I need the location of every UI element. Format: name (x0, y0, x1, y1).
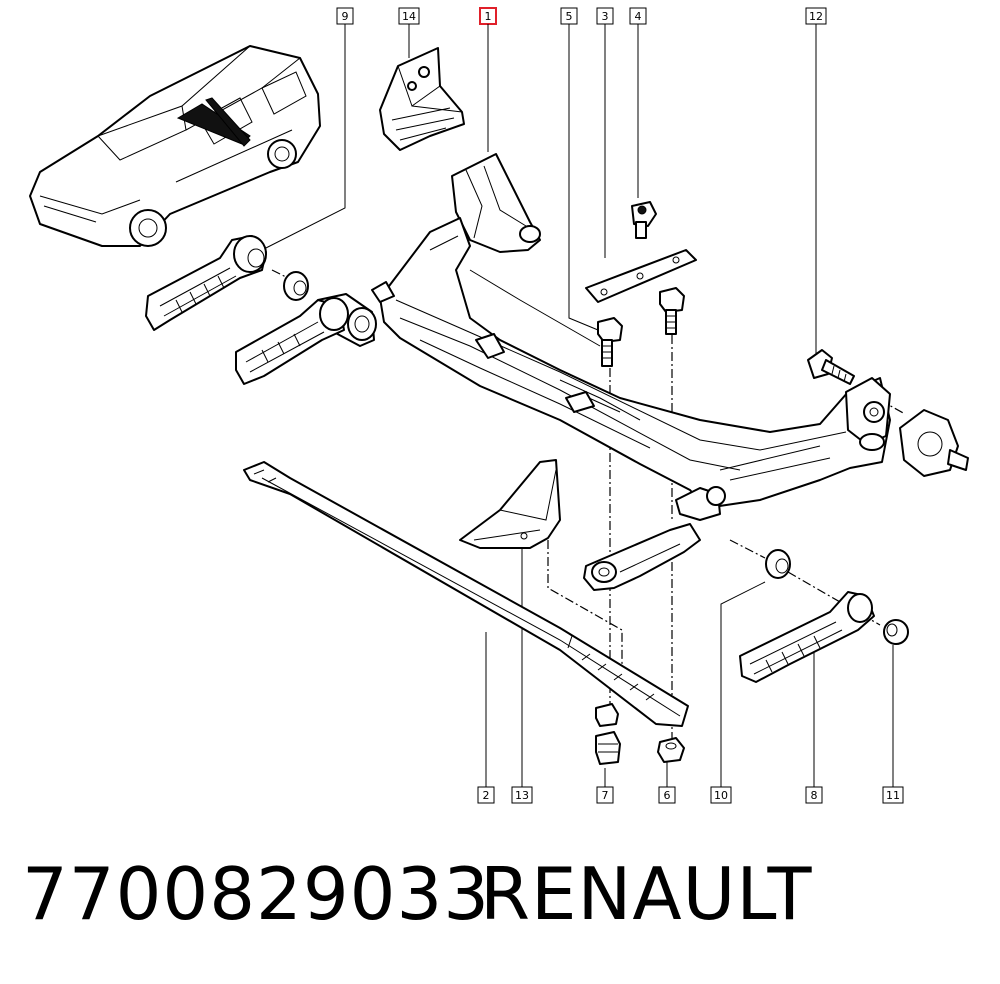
svg-text:9: 9 (342, 10, 349, 23)
callout-12: 12 (805, 7, 827, 25)
callout-13: 13 (511, 786, 533, 804)
svg-text:12: 12 (809, 10, 823, 23)
svg-text:13: 13 (515, 789, 529, 802)
svg-text:6: 6 (664, 789, 671, 802)
callout-1: 1 (479, 7, 497, 25)
svg-text:5: 5 (566, 10, 573, 23)
part-2-crossmember-bar (243, 461, 689, 727)
svg-text:14: 14 (402, 10, 416, 23)
svg-text:7: 7 (602, 789, 609, 802)
callout-7: 7 (596, 786, 614, 804)
part-14-bracket (379, 47, 465, 151)
part-7-spacer (595, 703, 621, 765)
part-number-caption: 7700829033 (22, 852, 491, 936)
svg-text:8: 8 (811, 789, 818, 802)
callout-2: 2 (477, 786, 495, 804)
part-right-link (583, 523, 701, 591)
callout-8: 8 (805, 786, 823, 804)
vehicle-illustration (29, 45, 321, 247)
part-10-bush (765, 549, 791, 579)
part-6-nut (657, 737, 685, 763)
part-12-bolt (807, 349, 855, 385)
part-4-stud (631, 201, 657, 239)
svg-text:4: 4 (635, 10, 642, 23)
part-3-plate (585, 249, 697, 303)
part-13-gusset (459, 459, 561, 549)
svg-text:3: 3 (602, 10, 609, 23)
part-11-cap (883, 619, 909, 645)
callout-9: 9 (336, 7, 354, 25)
part-9-left-arm (145, 235, 349, 385)
part-hub-stub (899, 409, 969, 477)
brand-caption: RENAULT (480, 852, 813, 936)
callout-6: 6 (658, 786, 676, 804)
callout-5: 5 (560, 7, 578, 25)
callout-11: 11 (882, 786, 904, 804)
part-5-bolt (597, 317, 623, 367)
svg-text:10: 10 (714, 789, 728, 802)
callout-14: 14 (398, 7, 420, 25)
callout-4: 4 (629, 7, 647, 25)
part-8-right-arm (739, 591, 875, 683)
callout-3: 3 (596, 7, 614, 25)
callout-10: 10 (710, 786, 732, 804)
svg-text:1: 1 (485, 10, 492, 23)
part-bolt-middle (659, 287, 685, 335)
svg-text:2: 2 (483, 789, 490, 802)
leader-lines (257, 24, 894, 787)
svg-text:11: 11 (886, 789, 900, 802)
